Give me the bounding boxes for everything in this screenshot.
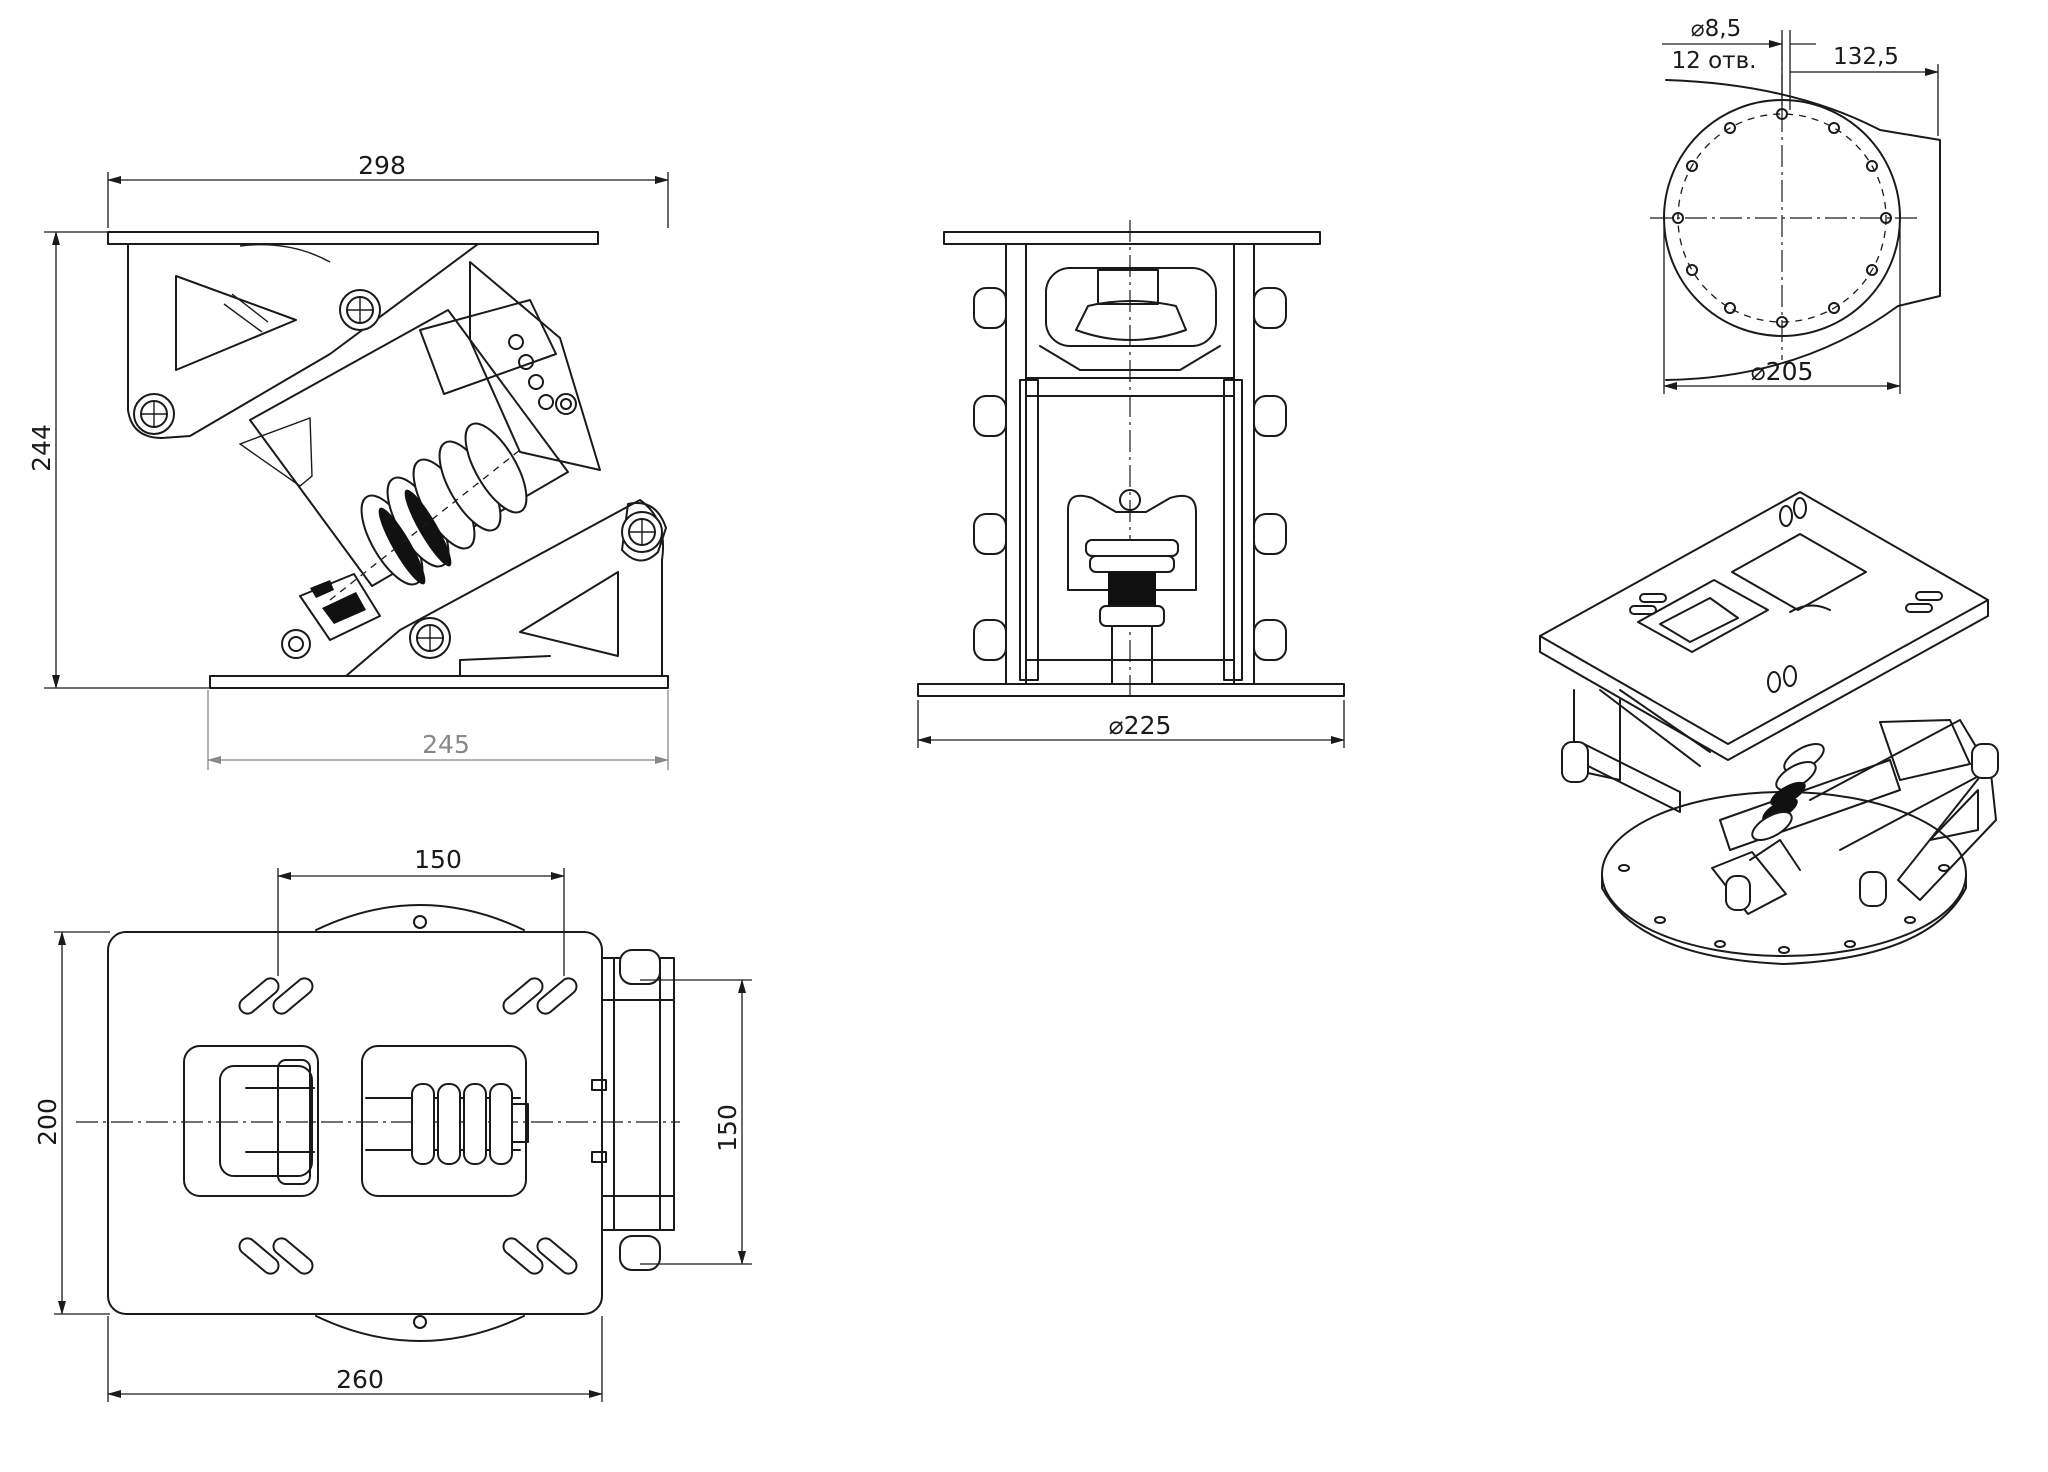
dim-top-side: 150 (713, 1104, 742, 1152)
dim-flange-offset: 132,5 (1833, 44, 1899, 70)
side-view: 298 244 245 (27, 151, 669, 770)
dim-front-diameter: ⌀225 (1109, 711, 1172, 740)
dim-slot-spacing: 150 (414, 845, 462, 874)
dim-top-height: 200 (33, 1098, 62, 1146)
flange-view: ⌀205 132,5 ⌀8,5 12 отв. (1650, 16, 1941, 394)
flange-holes (1672, 108, 1892, 328)
dim-hole-diameter: ⌀8,5 (1691, 16, 1741, 42)
spring-side (360, 422, 528, 586)
spring-top (411, 1083, 529, 1165)
front-pegs (973, 287, 1287, 661)
spring-iso (1751, 743, 1825, 841)
iso-flange-holes (1618, 864, 1950, 954)
pivot-bolts-side (133, 289, 663, 659)
dim-hole-count: 12 отв. (1672, 48, 1757, 74)
dim-side-base: 245 (422, 730, 470, 759)
iso-slots (1629, 497, 1943, 693)
mounting-slots (238, 977, 578, 1275)
spring-front (1085, 539, 1179, 685)
dim-top-width: 260 (336, 1365, 384, 1394)
front-view: ⌀225 (917, 220, 1345, 748)
top-view: 150 200 150 260 (33, 845, 752, 1402)
dim-side-width: 298 (358, 151, 406, 180)
dim-flange-diameter: ⌀205 (1751, 357, 1814, 386)
isometric-view (1539, 491, 1999, 965)
dim-side-height: 244 (27, 424, 56, 472)
